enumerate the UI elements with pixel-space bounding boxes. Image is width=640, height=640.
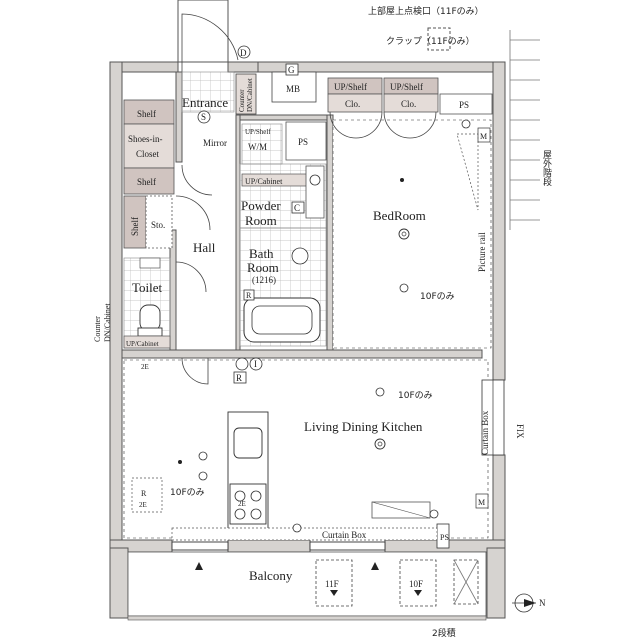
s-marker: S (201, 112, 206, 122)
entrance-counter-label-2: DN/Cabinet (246, 78, 254, 112)
north-arrow (512, 593, 536, 613)
wm-label: W/M (248, 142, 267, 152)
shoes-closet (123, 99, 175, 249)
two-steps-label: 2段積 (432, 627, 456, 639)
toilet-bowl (139, 304, 161, 332)
trap-label: クラップ（11Fのみ） (386, 36, 475, 47)
powder-room-label-1: Powder (241, 198, 281, 213)
closet-door-swings (329, 111, 437, 139)
curtain-box-bottom-label: Curtain Box (322, 530, 367, 540)
entrance-door (181, 13, 239, 72)
r-marker-1: R (246, 291, 252, 300)
hall-door-swings (175, 164, 213, 293)
closet-shelf-2: UP/Shelf (390, 82, 423, 92)
evacuation-hatches (315, 559, 479, 607)
d-marker-1: D (240, 48, 247, 58)
roof-hatch (427, 27, 451, 51)
ldk-floor (123, 359, 489, 539)
ldk-label: Living Dining Kitchen (304, 419, 423, 434)
toilet-counter-label-1: Counter (93, 316, 102, 342)
bathroom-label-2: Room (247, 260, 279, 275)
wm-area (241, 123, 283, 165)
ps-top-box (439, 93, 493, 115)
ps-bottom-label: PS (440, 533, 449, 542)
balcony-floor (127, 551, 487, 617)
ps-top-label: PS (459, 100, 469, 110)
bedroom-label: BedRoom (373, 208, 426, 223)
shoes-closet-label-1: Shoes-in- (128, 134, 163, 144)
kitchen-stove (229, 483, 267, 525)
e-marker-2: 2E (141, 363, 149, 371)
bedroom-closets (327, 77, 439, 113)
hall-label: Hall (193, 240, 216, 255)
pillars (109, 0, 506, 619)
r-marker-2: R (236, 373, 242, 383)
entrance-counter (235, 73, 257, 115)
closet-clo-1: Clo. (345, 99, 360, 109)
entrance-floor (181, 71, 235, 113)
ldk-10f-label: 10Fのみ (398, 390, 433, 401)
entrance-counter-label-1: Counter (238, 89, 246, 112)
closet-clo-2: Clo. (401, 99, 416, 109)
vanity (305, 165, 325, 219)
balcony-windows (171, 541, 386, 551)
powder-room-label-2: Room (245, 213, 277, 228)
mb-label: MB (286, 84, 300, 94)
e-marker-1: 2E (139, 501, 147, 509)
g-marker: G (288, 65, 295, 75)
north-label: N (539, 598, 546, 608)
curtain-box-right-label: Curtain Box (480, 410, 490, 455)
roof-inspection-label: 上部屋上点検口（11Fのみ） (368, 5, 484, 17)
kitchen-10f-label: 10Fのみ (170, 487, 205, 498)
fix-label: FIX (515, 424, 525, 439)
bed-10f-label: 10Fのみ (420, 291, 455, 302)
powder-cabinet-label: UP/Cabinet (245, 177, 283, 186)
bathroom-size-label: (1216) (252, 275, 276, 285)
storage-label: Sto. (151, 220, 165, 230)
i-marker: I (254, 359, 257, 369)
bedroom-floor (332, 119, 492, 349)
toilet-cabinet-label: UP/Cabinet (126, 340, 159, 348)
entrance-label: Entrance (182, 95, 228, 110)
e-marker-3: 2E (238, 500, 246, 508)
shelf-2-label: Shelf (137, 177, 156, 187)
wm-shelf-label: UP/Shelf (245, 128, 271, 136)
toilet-label: Toilet (132, 280, 163, 295)
ldk-door-swings (181, 357, 209, 385)
r-marker-3: R (141, 489, 147, 498)
bathtub (243, 297, 321, 343)
ps-bath-label: PS (298, 137, 308, 147)
exterior-stairs-label: 屋外階段 (541, 150, 552, 187)
picture-rail-label: Picture rail (477, 232, 487, 272)
shelf-1-label: Shelf (137, 109, 156, 119)
shelf-3-label: Shelf (130, 217, 140, 236)
toilet-tank (137, 327, 163, 337)
balcony-10f-label: 10F (409, 579, 423, 589)
m-marker-1: M (480, 132, 487, 141)
balcony-11f-label: 11F (325, 579, 339, 589)
c-marker: C (294, 203, 300, 213)
shoes-closet-label-2: Closet (136, 149, 160, 159)
closet-shelf-1: UP/Shelf (334, 82, 367, 92)
m-marker-2: M (478, 498, 485, 507)
bathroom-label-1: Bath (249, 246, 274, 261)
exterior-stairs (509, 30, 540, 230)
toilet-counter-label-2: DN/Cabinet (103, 303, 112, 342)
ps-bath-box (285, 121, 327, 161)
mirror-label: Mirror (203, 138, 227, 148)
kitchen-sink (233, 427, 263, 459)
balcony-label: Balcony (249, 568, 293, 583)
